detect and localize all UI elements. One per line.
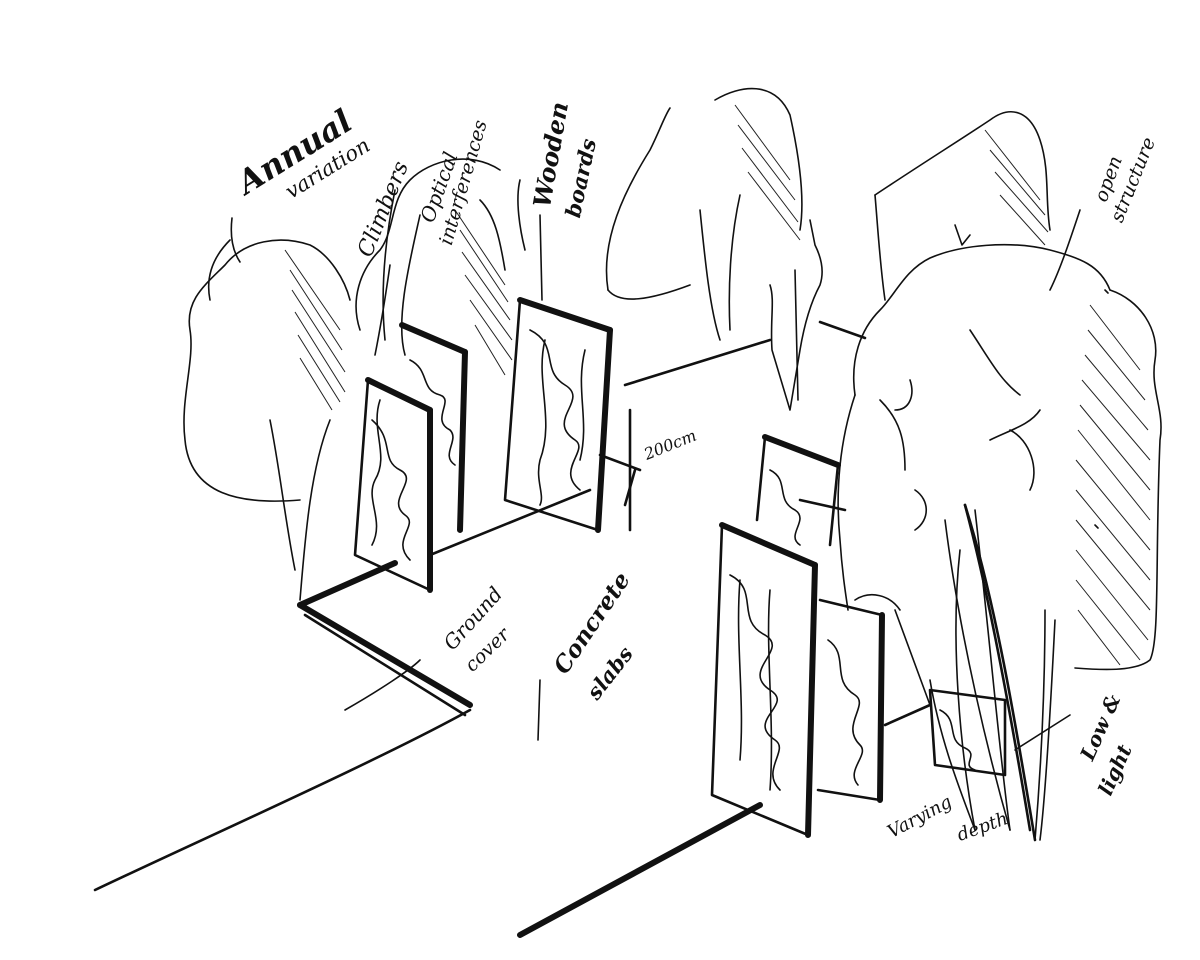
board-left-center <box>503 297 613 533</box>
board-left-back <box>399 322 468 533</box>
board-right-front <box>710 522 818 838</box>
board-right-back <box>755 434 841 547</box>
tree-right-front <box>837 243 1162 671</box>
height-marker <box>598 408 642 532</box>
tree-left-back <box>183 217 351 601</box>
board-right-far <box>928 688 1007 777</box>
reeds-right <box>929 503 1056 842</box>
tree-trunk-center <box>769 219 823 411</box>
tree-right-back <box>874 111 1051 301</box>
leader-lines <box>207 179 1081 751</box>
ground-path <box>93 320 932 938</box>
tree-left-mid <box>355 158 513 376</box>
board-right-side <box>816 598 885 803</box>
board-left-front <box>353 377 433 593</box>
tree-center <box>605 87 803 341</box>
